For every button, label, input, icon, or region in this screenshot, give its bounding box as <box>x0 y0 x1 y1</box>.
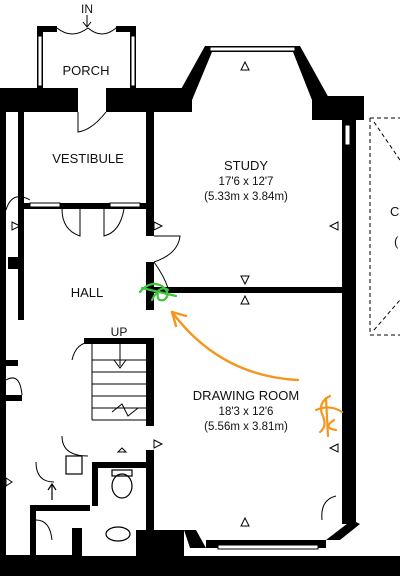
vestibule-label: VESTIBULE <box>52 151 124 166</box>
doors <box>5 27 337 541</box>
orange-arrow-annotation <box>170 310 300 382</box>
sink-fixture <box>65 455 83 475</box>
walls <box>0 26 400 576</box>
windows <box>29 35 351 550</box>
hall-label: HALL <box>71 285 104 300</box>
study-metric: (5.33m x 3.84m) <box>204 191 288 203</box>
green-scribble-annotation <box>138 282 178 302</box>
radiator-markers <box>5 60 339 527</box>
toilet-fixture <box>111 473 133 499</box>
porch-label: PORCH <box>63 63 110 78</box>
conservatory-label-cut: C <box>390 204 399 219</box>
staircase <box>71 341 146 421</box>
drawing-room-metric: (5.56m x 3.81m) <box>204 421 288 433</box>
stairs-up-label: UP <box>111 325 128 339</box>
entry-label: IN <box>81 2 93 16</box>
drawing-room-imperial: 18'3 x 12'6 <box>219 406 274 418</box>
fixtures <box>47 455 133 542</box>
study-imperial: 17'6 x 12'7 <box>219 176 274 188</box>
conservatory-dim-cut: ( <box>394 234 399 249</box>
orange-scribble-annotation <box>314 394 344 438</box>
basin-fixture <box>105 526 131 542</box>
study-name: STUDY <box>224 158 268 173</box>
conservatory-outline <box>369 117 400 336</box>
drawing-room-name: DRAWING ROOM <box>193 388 299 403</box>
